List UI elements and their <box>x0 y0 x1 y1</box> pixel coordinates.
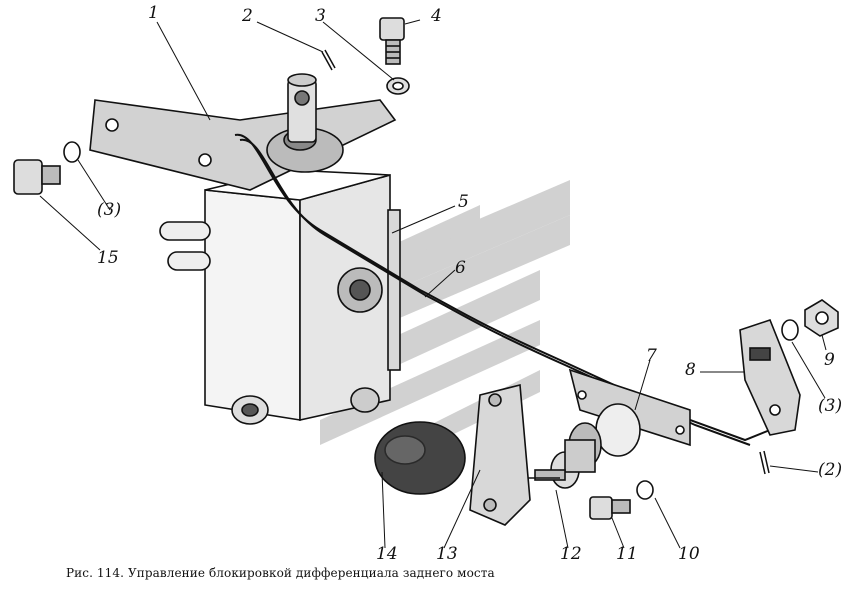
callout-3: 3 <box>315 6 326 26</box>
cotter-pin-right <box>759 450 770 475</box>
nut <box>781 299 839 341</box>
lock-washer <box>386 77 410 95</box>
leader-lines <box>39 19 827 549</box>
bolt-left <box>13 141 81 195</box>
callout-3-left: (3) <box>97 200 122 220</box>
callout-2: 2 <box>242 6 253 26</box>
switch <box>520 439 596 489</box>
callout-15: 15 <box>97 248 119 268</box>
callout-6: 6 <box>455 258 466 278</box>
callout-13: 13 <box>436 544 458 564</box>
callout-9: 9 <box>824 350 835 370</box>
lever <box>739 319 801 436</box>
valve-shaft <box>287 73 317 143</box>
callout-10: 10 <box>678 544 700 564</box>
callout-12: 12 <box>560 544 582 564</box>
callout-5: 5 <box>458 192 469 212</box>
callout-3-right: (3) <box>818 396 843 416</box>
rubber-cap <box>374 421 466 495</box>
figure-caption: Рис. 114. Управление блокировкой диффере… <box>66 566 495 580</box>
callout-11: 11 <box>616 544 638 564</box>
bolt <box>379 17 405 65</box>
bolt-small <box>589 480 654 520</box>
callout-1: 1 <box>148 3 159 23</box>
cotter-pin <box>321 49 336 71</box>
valve-body <box>159 169 401 425</box>
cover-plate <box>469 383 531 526</box>
control-rod <box>234 133 771 446</box>
callout-4: 4 <box>431 6 442 26</box>
callout-7: 7 <box>646 346 657 366</box>
callout-14: 14 <box>376 544 398 564</box>
callout-8: 8 <box>685 360 696 380</box>
callout-2-right: (2) <box>818 460 843 480</box>
